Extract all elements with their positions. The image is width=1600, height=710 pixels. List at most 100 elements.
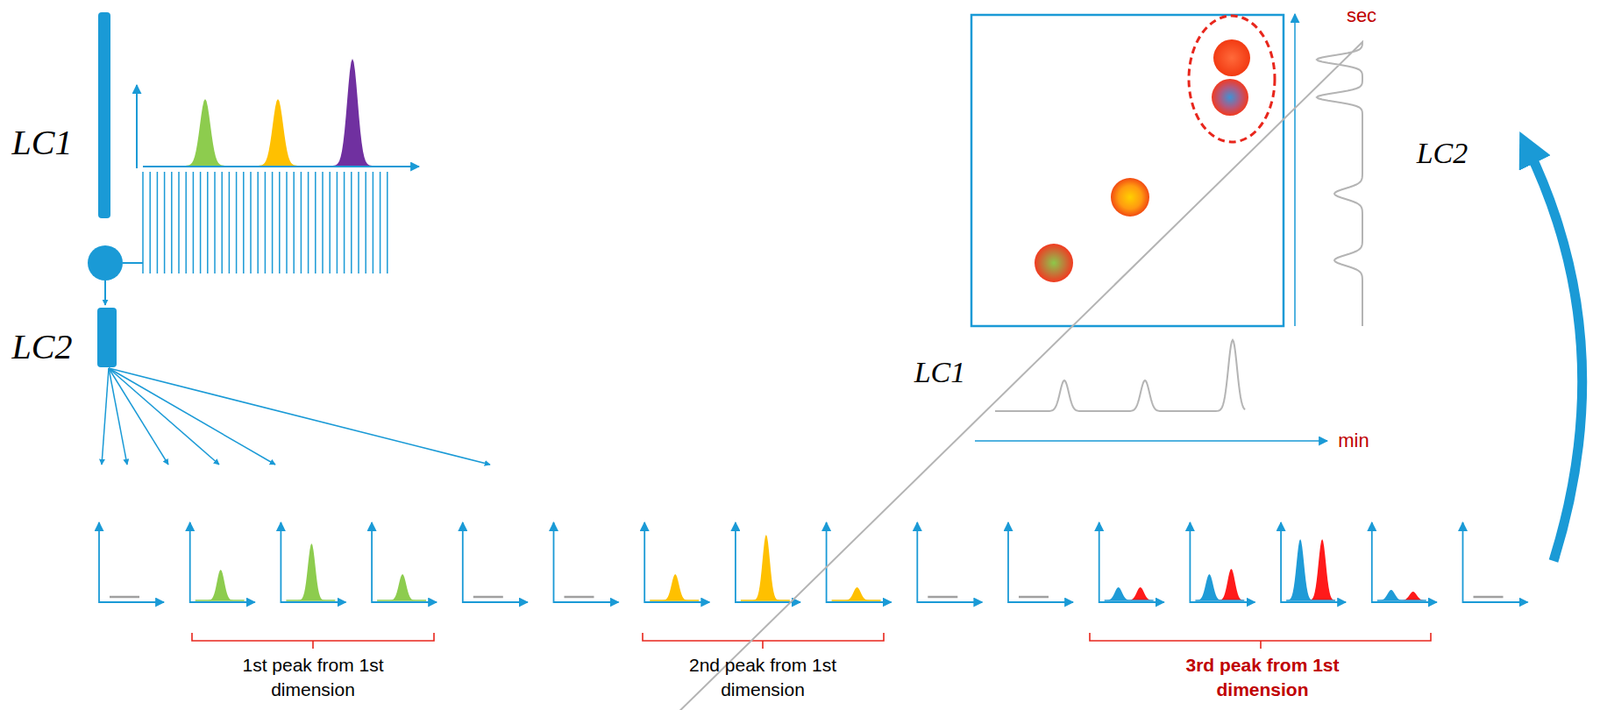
axis: [1007, 522, 1010, 604]
peak: [387, 574, 417, 601]
axis: [917, 601, 982, 604]
peak: [184, 99, 227, 166]
chromatogram: [280, 522, 346, 604]
axis-unit: min: [1337, 431, 1369, 451]
fraction-line: [235, 171, 238, 274]
fraction-line: [184, 171, 187, 274]
fraction-line: [278, 171, 281, 274]
axis: [371, 601, 437, 604]
baseline: [832, 599, 882, 602]
fraction-line: [357, 171, 360, 274]
axis: [462, 601, 528, 604]
axis: [1099, 601, 1165, 604]
first-dimension-peaks: [184, 58, 374, 166]
bracket-label: 3rd peak from 1st dimension: [1179, 653, 1346, 704]
fraction-line: [206, 171, 209, 274]
chromatogram: [1189, 522, 1255, 604]
bracket-label: 2nd peak from 1st dimension: [679, 653, 847, 704]
chromatogram: [735, 522, 801, 604]
axis: [1008, 601, 1074, 604]
peak: [1216, 568, 1246, 601]
lc2-column: [97, 307, 117, 368]
chromatogram: [1008, 522, 1074, 604]
fraction-arrow: [108, 368, 276, 465]
baseline: [1104, 599, 1154, 602]
axis: [280, 601, 346, 604]
fraction-line: [242, 171, 245, 274]
chromatogram: [462, 522, 528, 604]
peak: [1307, 539, 1337, 601]
chromatogram: [99, 522, 164, 604]
spot: [1213, 39, 1251, 77]
baseline: [285, 599, 335, 602]
axis: [1280, 522, 1282, 604]
axis: [1463, 601, 1529, 604]
chromatogram: [1099, 522, 1165, 604]
peak: [1125, 587, 1155, 601]
axis-label: LC1: [914, 357, 967, 388]
baseline: [740, 599, 790, 602]
fraction-line: [156, 171, 159, 274]
peak: [1398, 591, 1428, 601]
plot-frame: [971, 14, 1284, 327]
fraction-arrows: [101, 368, 491, 465]
peak: [331, 58, 374, 166]
axis: [189, 522, 192, 604]
fraction-line: [328, 171, 331, 274]
peak: [256, 99, 299, 166]
chromatogram: [190, 522, 256, 604]
valve: [87, 245, 123, 281]
fraction-line: [372, 171, 375, 274]
first-dimension-trace: [995, 340, 1245, 412]
chromatogram: [1372, 522, 1437, 604]
fraction-line: [192, 171, 195, 274]
chromatogram: [644, 522, 710, 604]
peak: [842, 587, 872, 601]
axis: [1371, 522, 1373, 604]
fraction-line: [364, 171, 367, 274]
lc1-column: [98, 12, 111, 219]
baseline: [473, 596, 504, 599]
return-arrow: [1527, 147, 1583, 562]
axis: [142, 165, 420, 168]
peak: [206, 569, 235, 601]
peak: [1376, 590, 1406, 601]
fraction-line: [386, 171, 389, 274]
peak: [751, 534, 781, 601]
axis: [825, 522, 828, 604]
bracket-label: 1st peak from 1st dimension: [229, 653, 397, 704]
axis: [734, 522, 737, 604]
baseline: [1286, 599, 1336, 602]
axis: [1294, 14, 1296, 327]
axis: [99, 601, 164, 604]
fraction-arrow: [101, 368, 109, 465]
spot: [1034, 243, 1074, 283]
axis: [643, 522, 646, 604]
baseline: [1194, 599, 1245, 602]
axis: [190, 601, 256, 604]
baseline: [1377, 599, 1427, 602]
fraction-line: [350, 171, 353, 274]
valve-line: [122, 262, 143, 264]
fraction-line: [271, 171, 274, 274]
fraction-line: [177, 171, 180, 274]
fraction-line: [199, 171, 202, 274]
axis: [974, 440, 1328, 442]
fraction-line: [300, 171, 303, 274]
axis: [1189, 522, 1192, 604]
peak: [1285, 539, 1315, 601]
highlight-ellipse: [1188, 15, 1275, 143]
fraction-line: [213, 171, 216, 274]
axis: [826, 601, 892, 604]
second-dimension-chromatograms: [99, 522, 1529, 604]
baseline: [564, 596, 595, 599]
fraction-line: [307, 171, 310, 274]
chromatogram: [371, 522, 437, 604]
fraction-line: [336, 171, 339, 274]
fraction-line: [228, 171, 231, 274]
baseline: [1473, 596, 1504, 599]
trace: [995, 340, 1245, 412]
fraction-line: [149, 171, 151, 274]
baseline: [195, 599, 245, 602]
flow-arrow: [104, 280, 107, 306]
